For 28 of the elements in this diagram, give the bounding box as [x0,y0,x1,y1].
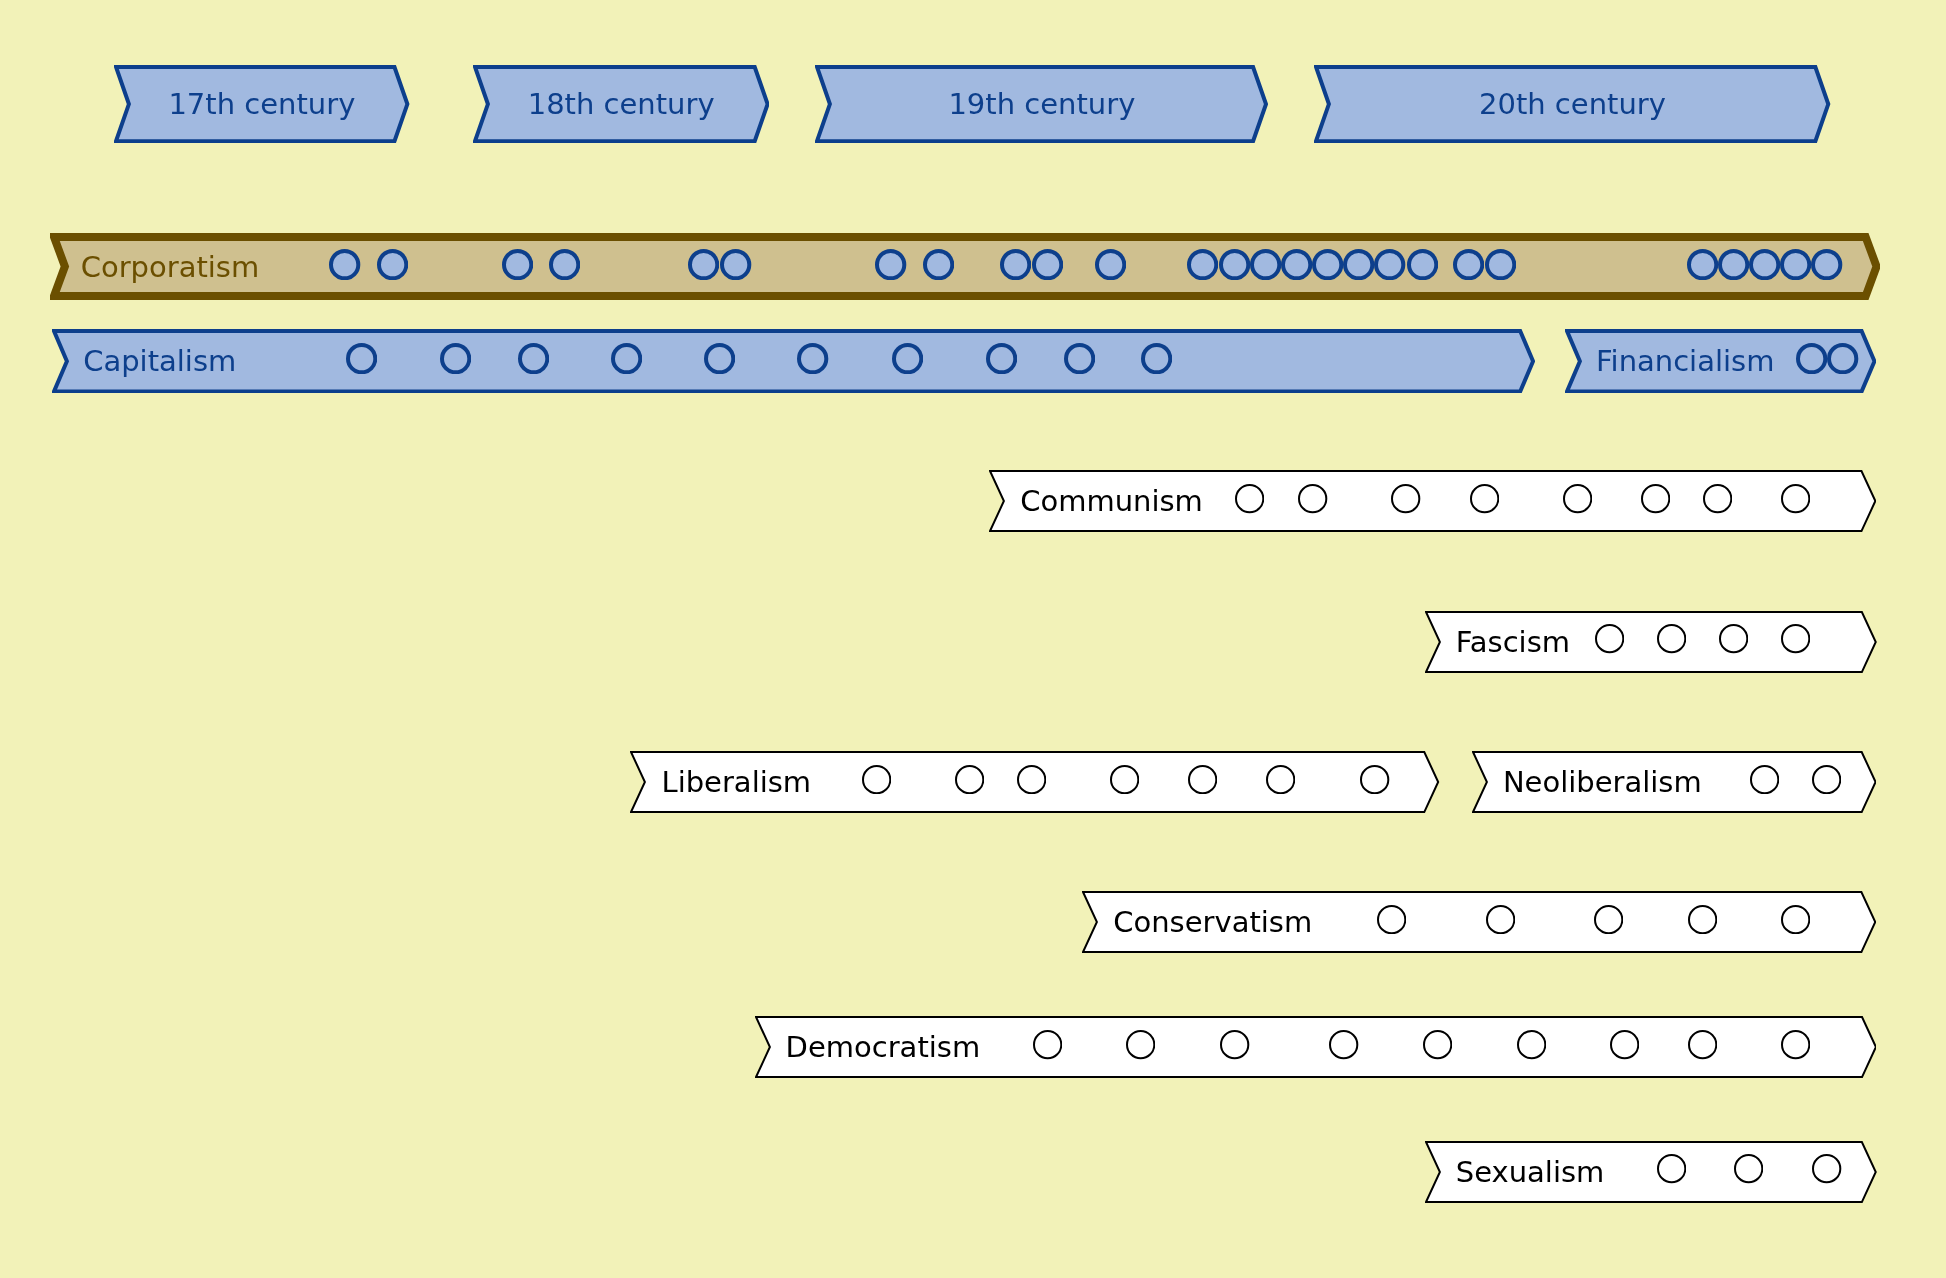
era-band [49,233,1881,301]
ideology-label: Capitalism [83,344,237,379]
century-label: 19th century [948,86,1136,121]
century-label: 17th century [168,86,356,121]
era-band [52,328,1536,394]
era-band [754,1016,1877,1079]
century-label: 18th century [527,86,715,121]
ideology-label: Liberalism [661,764,812,799]
ideology-label: Democratism [785,1030,981,1065]
ideology-label: Fascism [1455,624,1571,659]
ideology-label: Communism [1020,484,1203,519]
ideology-label: Conservatism [1113,905,1313,940]
century-band [114,64,410,143]
era-band [1565,328,1877,394]
era-band [989,470,1877,533]
era-band [1424,1140,1877,1203]
ideology-label: Financialism [1596,344,1775,379]
ideology-label: Corporatism [80,249,260,284]
century-band [815,64,1269,143]
century-label: 20th century [1479,86,1666,121]
era-band [630,750,1440,813]
ideology-label: Sexualism [1455,1154,1605,1189]
era-band [1471,750,1877,813]
century-band [1314,64,1831,143]
era-band [1424,610,1877,673]
century-band [472,64,770,143]
era-band [1082,891,1877,954]
ideology-label: Neoliberalism [1502,764,1702,799]
